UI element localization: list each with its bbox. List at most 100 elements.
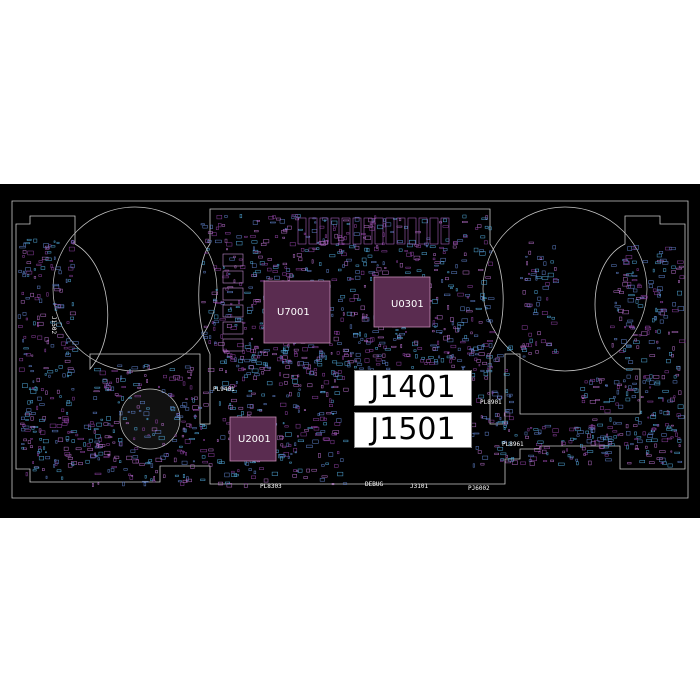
trace-pad xyxy=(527,427,530,432)
trace-pad xyxy=(280,456,284,461)
label-j1501[interactable]: J1501 xyxy=(354,412,472,448)
trace-pad xyxy=(282,350,288,355)
trace-pad xyxy=(80,451,85,453)
trace-pad xyxy=(194,432,199,435)
trace-pad xyxy=(297,468,303,473)
trace-pad xyxy=(22,270,25,275)
trace-pad xyxy=(106,443,110,446)
trace-pad xyxy=(127,370,133,373)
trace-pad xyxy=(26,274,30,277)
trace-pad xyxy=(274,275,280,280)
trace-pad xyxy=(528,272,530,275)
trace-pad xyxy=(211,321,214,324)
trace-pad xyxy=(22,250,27,254)
trace-pad xyxy=(220,360,225,364)
chip-u2001[interactable] xyxy=(229,416,277,462)
trace-pad xyxy=(323,437,330,442)
trace-pad xyxy=(669,247,676,251)
trace-pad xyxy=(210,224,213,229)
board-viewer[interactable]: U7001 U0301 U2001 PL9401 PL8961 PL8901 P… xyxy=(0,184,700,518)
trace-pad xyxy=(365,235,371,240)
trace-pad xyxy=(270,221,276,224)
trace-pad xyxy=(45,475,48,479)
trace-pad xyxy=(242,376,245,382)
trace-pad xyxy=(657,329,661,334)
trace-pad xyxy=(322,372,325,377)
trace-pad xyxy=(170,406,175,410)
trace-pad xyxy=(493,358,499,362)
trace-pad xyxy=(46,292,49,297)
trace-pad xyxy=(342,376,345,380)
trace-pad xyxy=(353,232,360,236)
chip-u7001[interactable] xyxy=(263,280,331,344)
trace-pad xyxy=(293,348,299,352)
trace-pad xyxy=(406,252,412,257)
trace-pad xyxy=(462,221,468,223)
trace-pad xyxy=(664,370,669,374)
trace-pad xyxy=(122,417,127,420)
trace-pad xyxy=(656,340,659,344)
trace-pad xyxy=(303,232,306,235)
trace-pad xyxy=(622,310,629,315)
trace-pad xyxy=(285,273,290,277)
trace-pad xyxy=(53,464,56,468)
trace-pad xyxy=(38,456,44,461)
trace-pad xyxy=(61,476,64,480)
label-j1401[interactable]: J1401 xyxy=(354,370,472,406)
trace-pad xyxy=(677,404,684,409)
trace-pad xyxy=(558,462,565,466)
trace-pad xyxy=(667,425,671,429)
trace-pad xyxy=(65,278,68,283)
trace-pad xyxy=(39,298,43,303)
trace-pad xyxy=(354,216,360,222)
trace-pad xyxy=(64,452,71,456)
trace-pad xyxy=(359,367,364,370)
trace-pad xyxy=(337,471,344,477)
trace-pad xyxy=(642,260,648,264)
trace-pad xyxy=(268,216,274,220)
trace-pad xyxy=(24,242,31,245)
trace-pad xyxy=(21,443,25,445)
trace-pad xyxy=(280,350,287,353)
trace-pad xyxy=(28,365,32,367)
trace-pad xyxy=(282,422,285,425)
trace-pad xyxy=(542,426,546,430)
trace-pad xyxy=(26,261,32,264)
trace-pad xyxy=(443,328,446,331)
label-pl8961: PL8961 xyxy=(502,441,524,448)
trace-pad xyxy=(372,274,376,277)
trace-pad xyxy=(443,335,449,341)
trace-pad xyxy=(70,316,74,320)
trace-pad xyxy=(416,269,422,272)
trace-pad xyxy=(461,259,468,262)
trace-pad xyxy=(350,288,356,292)
trace-pad xyxy=(163,374,167,379)
trace-pad xyxy=(613,380,620,385)
trace-pad xyxy=(478,394,485,399)
trace-pad xyxy=(98,444,103,448)
trace-pad xyxy=(637,304,644,308)
trace-pad xyxy=(220,301,225,305)
trace-pad xyxy=(669,352,672,356)
chip-u0301[interactable] xyxy=(373,276,431,328)
trace-pad xyxy=(628,385,632,390)
trace-pad xyxy=(538,429,542,435)
trace-pad xyxy=(198,406,203,409)
trace-pad xyxy=(495,422,498,427)
trace-pad xyxy=(302,347,308,352)
trace-pad xyxy=(192,427,197,430)
trace-pad xyxy=(259,367,264,370)
trace-pad xyxy=(457,347,461,351)
trace-pad xyxy=(645,325,650,329)
trace-pad xyxy=(23,353,28,355)
trace-pad xyxy=(229,257,235,261)
trace-pad xyxy=(58,365,63,369)
trace-pad xyxy=(541,311,548,315)
trace-pad xyxy=(446,338,454,343)
trace-pad xyxy=(671,265,676,269)
trace-pad xyxy=(642,295,648,299)
trace-pad xyxy=(315,359,323,362)
trace-pad xyxy=(397,337,403,339)
trace-pad xyxy=(200,449,207,453)
trace-pad xyxy=(229,307,232,309)
